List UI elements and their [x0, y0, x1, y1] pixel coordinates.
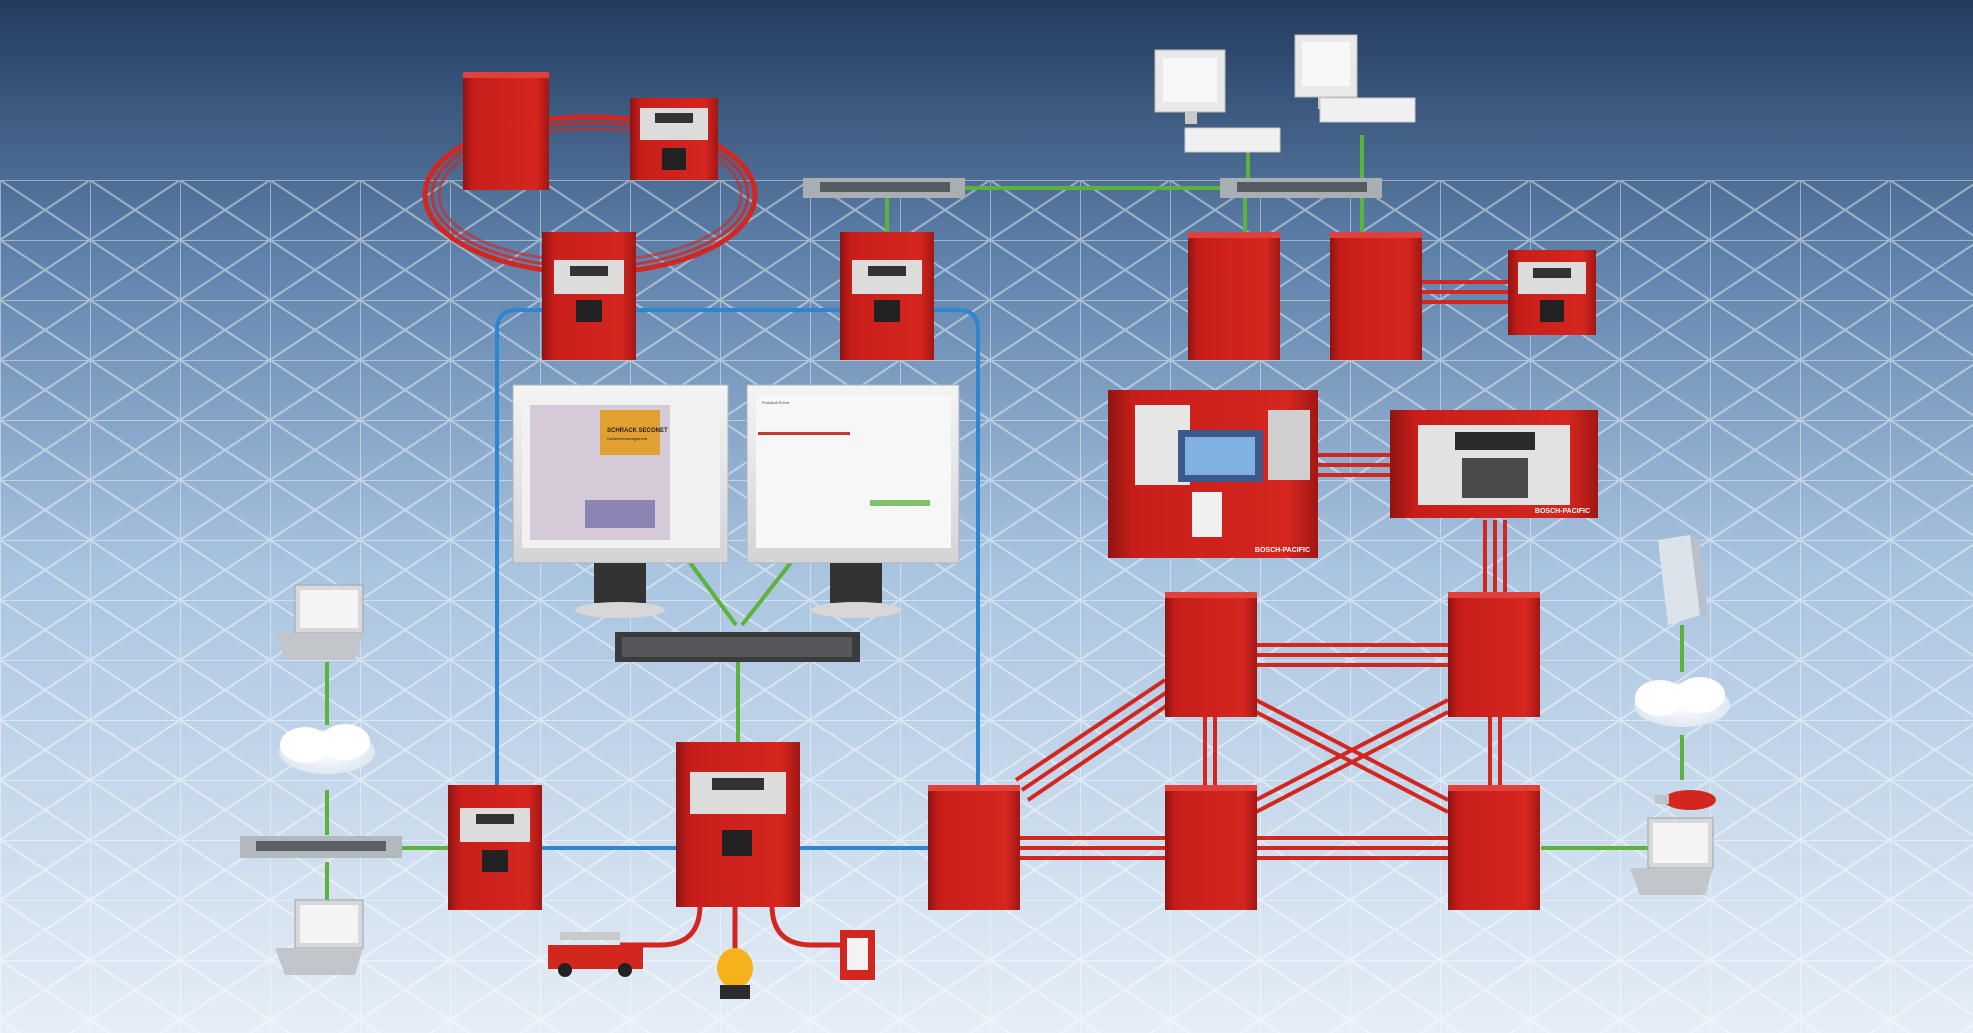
cloud-icon [279, 724, 375, 774]
fire-panel-cabinet [1448, 785, 1540, 910]
network-switch [803, 178, 965, 198]
laptop [275, 584, 364, 660]
screen-title: SCHRACK SECONET [607, 428, 668, 434]
main-fire-alarm-control-panel [676, 742, 800, 907]
fire-panel-cabinet [1188, 232, 1280, 360]
keyboard [615, 632, 860, 662]
network-switch [1220, 178, 1382, 198]
operator-panel-keypad: BOSCH-PACIFIC [1390, 410, 1598, 518]
cloud-icon [1634, 677, 1730, 727]
workstation-monitor [1154, 49, 1226, 124]
warning-beacon-icon [717, 948, 753, 999]
laptop [1630, 817, 1714, 895]
keyboard [1319, 97, 1416, 123]
screen-heading: Protokoll Event [762, 400, 790, 405]
network-router [240, 836, 402, 858]
fire-panel-cabinet [928, 785, 1020, 910]
workstation-monitor [1294, 34, 1358, 109]
server-tower [1658, 535, 1708, 625]
keyboard [1184, 127, 1281, 153]
management-monitor-right: Protokoll Event [746, 384, 960, 618]
fire-alarm-control-panel [542, 232, 636, 360]
screen-subtitle: Gefahrenmanagement [607, 436, 648, 441]
fire-alarm-control-panel [448, 785, 542, 910]
fire-panel-cabinet [463, 72, 549, 190]
operator-panel-touchscreen: BOSCH-PACIFIC [1108, 390, 1318, 558]
panel-brand-label: BOSCH-PACIFIC [1255, 547, 1310, 554]
fire-panel-cabinet [1448, 592, 1540, 717]
fire-panel-cabinet [1330, 232, 1422, 360]
blue-bus-line [495, 308, 980, 790]
fire-panel-cabinet [1165, 592, 1257, 717]
management-monitor-left: SCHRACK SECONET Gefahrenmanagement [512, 384, 729, 618]
fire-alarm-control-panel [1508, 250, 1596, 335]
usb-dongle-icon [1655, 790, 1716, 810]
laptop [275, 899, 364, 975]
fire-alarm-control-panel [840, 232, 934, 360]
fire-truck-icon [548, 932, 643, 977]
manual-call-point-icon [840, 930, 875, 980]
red-mesh-lines [620, 280, 1510, 960]
panel-brand-label: BOSCH-PACIFIC [1535, 508, 1590, 515]
fire-panel-cabinet [1165, 785, 1257, 910]
green-network-lines [325, 135, 1684, 900]
fire-alarm-control-panel [630, 98, 718, 180]
